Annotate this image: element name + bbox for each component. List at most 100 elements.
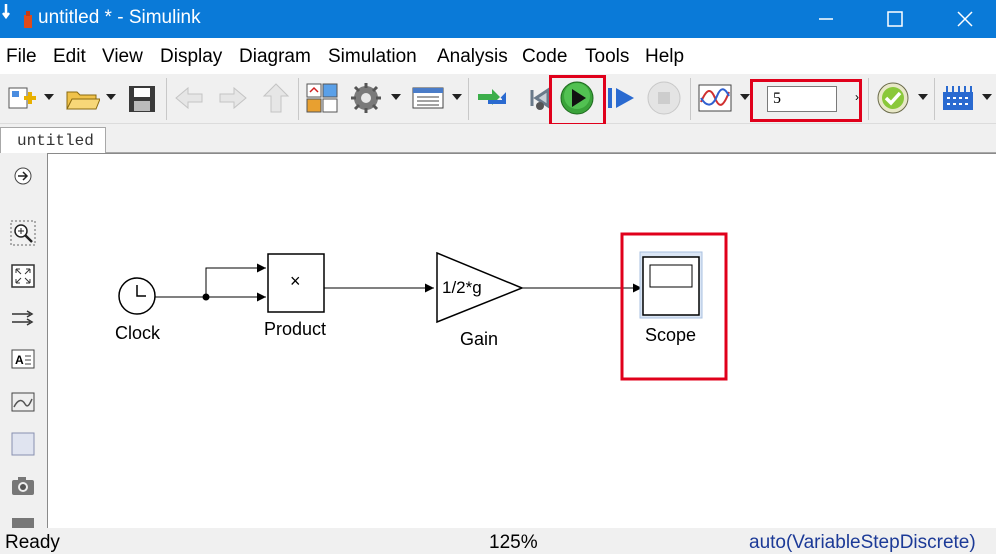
zoom-icon[interactable]: [10, 220, 36, 246]
menu-display[interactable]: Display: [160, 46, 223, 67]
run-button[interactable]: [559, 80, 595, 116]
tool-palette: A: [0, 153, 47, 528]
simulink-app-icon[interactable]: [2, 2, 32, 32]
close-button[interactable]: [942, 0, 988, 38]
close-icon: [957, 11, 973, 27]
image-icon[interactable]: [10, 389, 36, 415]
save-button[interactable]: [124, 80, 160, 116]
product-label: Product: [264, 319, 327, 339]
separator: [166, 78, 167, 120]
maximize-icon: [887, 11, 903, 27]
stop-time-highlight: [750, 79, 862, 122]
menu-edit[interactable]: Edit: [53, 46, 86, 67]
simulation-data-inspector-icon: [698, 84, 732, 112]
simulation-data-inspector-button[interactable]: [697, 80, 733, 116]
run-icon: [560, 81, 594, 115]
gain-block[interactable]: [436, 251, 524, 324]
menu-file[interactable]: File: [6, 46, 37, 67]
maximize-button[interactable]: [872, 0, 918, 38]
product-block[interactable]: [267, 253, 325, 313]
status-text: Ready: [5, 532, 60, 553]
model-tab-strip: untitled: [0, 124, 996, 154]
build-button[interactable]: [940, 80, 976, 116]
gain-label: Gain: [460, 329, 499, 349]
explorer-bar-icon[interactable]: [10, 514, 36, 528]
scope-label: Scope: [645, 325, 697, 345]
run-highlight: [549, 75, 606, 126]
menu-view[interactable]: View: [102, 46, 143, 67]
library-browser-icon: [306, 83, 338, 113]
menu-help[interactable]: Help: [645, 46, 685, 67]
annotation-icon[interactable]: A: [10, 346, 36, 372]
model-config-dropdown-icon[interactable]: [391, 94, 401, 102]
separator: [298, 78, 299, 120]
clock-label: Clock: [115, 323, 161, 343]
model-explorer-button[interactable]: [410, 80, 446, 116]
forward-icon: [219, 86, 247, 110]
step-forward-button[interactable]: [604, 80, 640, 116]
model-advisor-icon: [877, 82, 909, 114]
menu-simulation[interactable]: Simulation: [328, 46, 417, 67]
new-model-icon: [8, 87, 36, 109]
menu-analysis[interactable]: Analysis: [437, 46, 508, 67]
back-icon: [175, 86, 203, 110]
signal-routing-icon[interactable]: [10, 305, 36, 331]
signal-line[interactable]: [205, 263, 266, 297]
zoom-level[interactable]: 125%: [489, 532, 538, 553]
menu-tools[interactable]: Tools: [585, 46, 630, 67]
separator: [690, 78, 691, 120]
library-browser-button[interactable]: [304, 80, 340, 116]
area-icon[interactable]: [10, 431, 36, 457]
model-advisor-button[interactable]: [875, 80, 911, 116]
build-dropdown-icon[interactable]: [982, 94, 992, 102]
model-configuration-button[interactable]: [348, 80, 384, 116]
forward-button[interactable]: [214, 80, 250, 116]
save-icon: [129, 86, 155, 112]
stop-button[interactable]: [646, 80, 682, 116]
open-dropdown-icon[interactable]: [106, 94, 116, 102]
update-diagram-icon: [478, 89, 506, 105]
step-back-button[interactable]: [518, 80, 554, 116]
separator: [468, 78, 469, 120]
model-advisor-dropdown-icon[interactable]: [918, 94, 928, 102]
new-model-dropdown-icon[interactable]: [44, 94, 54, 102]
open-folder-icon: [66, 91, 100, 110]
menu-diagram[interactable]: Diagram: [239, 46, 311, 67]
model-explorer-icon: [412, 87, 444, 109]
sdi-dropdown-icon[interactable]: [740, 94, 750, 102]
minimize-icon: [819, 18, 833, 20]
title-bar: untitled * - Simulink: [0, 0, 996, 38]
step-back-icon: [530, 87, 550, 110]
hide-show-browser-icon[interactable]: [10, 163, 36, 189]
stop-icon: [647, 81, 681, 115]
new-model-button[interactable]: [4, 80, 40, 116]
status-bar: Ready 125% auto(VariableStepDiscrete): [0, 528, 996, 554]
back-button[interactable]: [172, 80, 208, 116]
diagram-svg: [118, 232, 728, 381]
toolbar: 5 ›: [0, 74, 996, 126]
scope-block[interactable]: [639, 251, 703, 319]
up-icon: [262, 83, 290, 113]
chevron-right-icon[interactable]: ›: [855, 90, 859, 104]
menu-code[interactable]: Code: [522, 46, 568, 67]
clock-block[interactable]: [118, 277, 156, 315]
window-title: untitled * - Simulink: [38, 7, 201, 28]
step-forward-icon: [608, 88, 634, 108]
model-explorer-dropdown-icon[interactable]: [452, 94, 462, 102]
model-canvas[interactable]: Clock × Product 1/2*g Gain Scope: [47, 153, 996, 528]
up-button[interactable]: [258, 80, 294, 116]
minimize-button[interactable]: [803, 0, 849, 38]
open-button[interactable]: [64, 80, 100, 116]
separator: [934, 78, 935, 120]
build-icon: [943, 86, 973, 110]
solver-link[interactable]: auto(VariableStepDiscrete): [749, 532, 976, 553]
update-diagram-button[interactable]: [474, 80, 510, 116]
scope-highlight: [620, 232, 728, 381]
gain-value: 1/2*g: [442, 278, 482, 297]
tab-untitled[interactable]: untitled: [0, 127, 106, 154]
fit-to-view-icon[interactable]: [10, 263, 36, 289]
screenshot-icon[interactable]: [10, 473, 36, 499]
stop-time-input[interactable]: 5: [767, 86, 837, 112]
svg-text:A: A: [15, 353, 24, 367]
